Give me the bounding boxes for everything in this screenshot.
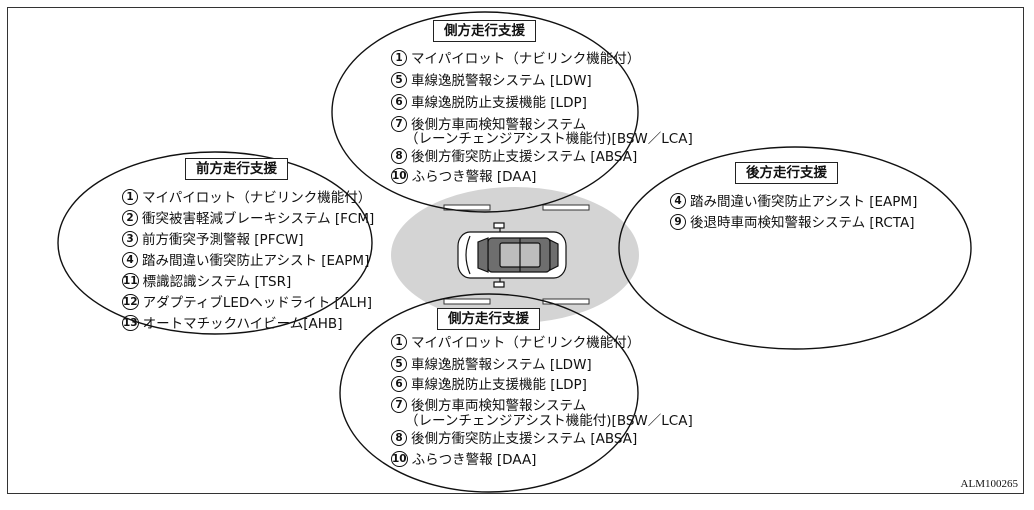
top-item-5: 8 後側方衝突防止支援システム [ABSA] [391, 148, 637, 166]
figure-code: ALM100265 [960, 478, 1018, 490]
bottom-item-3: 6 車線逸脱防止支援機能 [LDP] [391, 376, 587, 394]
item-sublabel: （レーンチェンジアシスト機能付)[BSW／LCA] [405, 131, 693, 147]
top-item-2: 5 車線逸脱警報システム [LDW] [391, 72, 592, 90]
item-number: 8 [391, 148, 407, 164]
lane-mark [542, 204, 590, 211]
left-title: 前方走行支援 [185, 158, 288, 180]
ellipse-right [618, 146, 972, 350]
right-item-2: 9 後退時車両検知警報システム [RCTA] [670, 214, 915, 232]
bottom-item-4-sub: （レーンチェンジアシスト機能付)[BSW／LCA] [405, 412, 693, 430]
item-label: 後側方車両検知警報システム [411, 117, 587, 133]
item-number: 5 [391, 72, 407, 88]
item-number: 10 [391, 451, 408, 467]
lane-mark [443, 298, 491, 305]
item-number: 6 [391, 376, 407, 392]
bottom-item-4: 7 後側方車両検知警報システム [391, 397, 586, 415]
item-label: 車線逸脱防止支援機能 [LDP] [411, 95, 587, 111]
item-number: 1 [391, 50, 407, 66]
item-number: 9 [670, 214, 686, 230]
item-label: 標識認識システム [TSR] [142, 274, 292, 290]
item-label: 後退時車両検知警報システム [RCTA] [690, 215, 915, 231]
left-item-2: 2 衝突被害軽減ブレーキシステム [FCM] [122, 210, 374, 228]
item-number: 7 [391, 116, 407, 132]
ellipse-top [331, 11, 639, 213]
left-item-4: 4 踏み間違い衝突防止アシスト [EAPM] [122, 252, 369, 270]
item-label: 衝突被害軽減ブレーキシステム [FCM] [142, 211, 375, 227]
left-item-1: 1 マイパイロット（ナビリンク機能付） [122, 189, 371, 207]
item-label: 後側方衝突防止支援システム [ABSA] [411, 149, 638, 165]
item-number: 4 [670, 193, 686, 209]
item-label: 踏み間違い衝突防止アシスト [EAPM] [690, 194, 918, 210]
item-label: 車線逸脱警報システム [LDW] [411, 73, 592, 89]
top-title: 側方走行支援 [433, 20, 536, 42]
item-number: 11 [122, 273, 139, 289]
item-label: マイパイロット（ナビリンク機能付） [411, 51, 641, 67]
car-icon [457, 222, 567, 288]
item-number: 10 [391, 168, 408, 184]
item-number: 1 [391, 334, 407, 350]
item-label: 前方衝突予測警報 [PFCW] [142, 232, 304, 248]
item-sublabel: （レーンチェンジアシスト機能付)[BSW／LCA] [405, 413, 693, 429]
item-label: 後側方衝突防止支援システム [ABSA] [411, 431, 638, 447]
top-item-6: 10 ふらつき警報 [DAA] [391, 168, 536, 186]
item-label: 車線逸脱防止支援機能 [LDP] [411, 377, 587, 393]
lane-mark [542, 298, 590, 305]
item-number: 6 [391, 94, 407, 110]
item-number: 13 [122, 315, 139, 331]
bottom-item-5: 8 後側方衝突防止支援システム [ABSA] [391, 430, 637, 448]
top-item-3: 6 車線逸脱防止支援機能 [LDP] [391, 94, 587, 112]
item-label: ふらつき警報 [DAA] [411, 452, 537, 468]
left-item-5: 11 標識認識システム [TSR] [122, 273, 291, 291]
item-number: 2 [122, 210, 138, 226]
left-item-7: 13 オートマチックハイビーム[AHB] [122, 315, 342, 333]
bottom-item-2: 5 車線逸脱警報システム [LDW] [391, 356, 592, 374]
item-number: 1 [122, 189, 138, 205]
right-item-1: 4 踏み間違い衝突防止アシスト [EAPM] [670, 193, 917, 211]
bottom-item-6: 10 ふらつき警報 [DAA] [391, 451, 536, 469]
top-item-1: 1 マイパイロット（ナビリンク機能付） [391, 50, 640, 68]
lane-mark [443, 204, 491, 211]
bottom-title: 側方走行支援 [437, 308, 540, 330]
left-item-6: 12 アダプティブLEDヘッドライト [ALH] [122, 294, 372, 312]
diagram-frame [7, 7, 1024, 494]
item-number: 3 [122, 231, 138, 247]
item-number: 5 [391, 356, 407, 372]
right-title: 後方走行支援 [735, 162, 838, 184]
left-item-3: 3 前方衝突予測警報 [PFCW] [122, 231, 304, 249]
ellipse-left [57, 151, 373, 335]
item-label: 踏み間違い衝突防止アシスト [EAPM] [142, 253, 370, 269]
top-item-4-sub: （レーンチェンジアシスト機能付)[BSW／LCA] [405, 130, 693, 148]
item-label: ふらつき警報 [DAA] [411, 169, 537, 185]
item-number: 8 [391, 430, 407, 446]
item-label: 車線逸脱警報システム [LDW] [411, 357, 592, 373]
top-item-4: 7 後側方車両検知警報システム [391, 116, 586, 134]
item-label: アダプティブLEDヘッドライト [ALH] [142, 295, 372, 311]
item-number: 4 [122, 252, 138, 268]
item-label: オートマチックハイビーム[AHB] [142, 316, 343, 332]
item-label: マイパイロット（ナビリンク機能付） [411, 335, 641, 351]
item-number: 12 [122, 294, 139, 310]
item-number: 7 [391, 397, 407, 413]
bottom-item-1: 1 マイパイロット（ナビリンク機能付） [391, 334, 640, 352]
item-label: 後側方車両検知警報システム [411, 398, 587, 414]
item-label: マイパイロット（ナビリンク機能付） [142, 190, 372, 206]
ellipse-bottom [339, 293, 639, 493]
